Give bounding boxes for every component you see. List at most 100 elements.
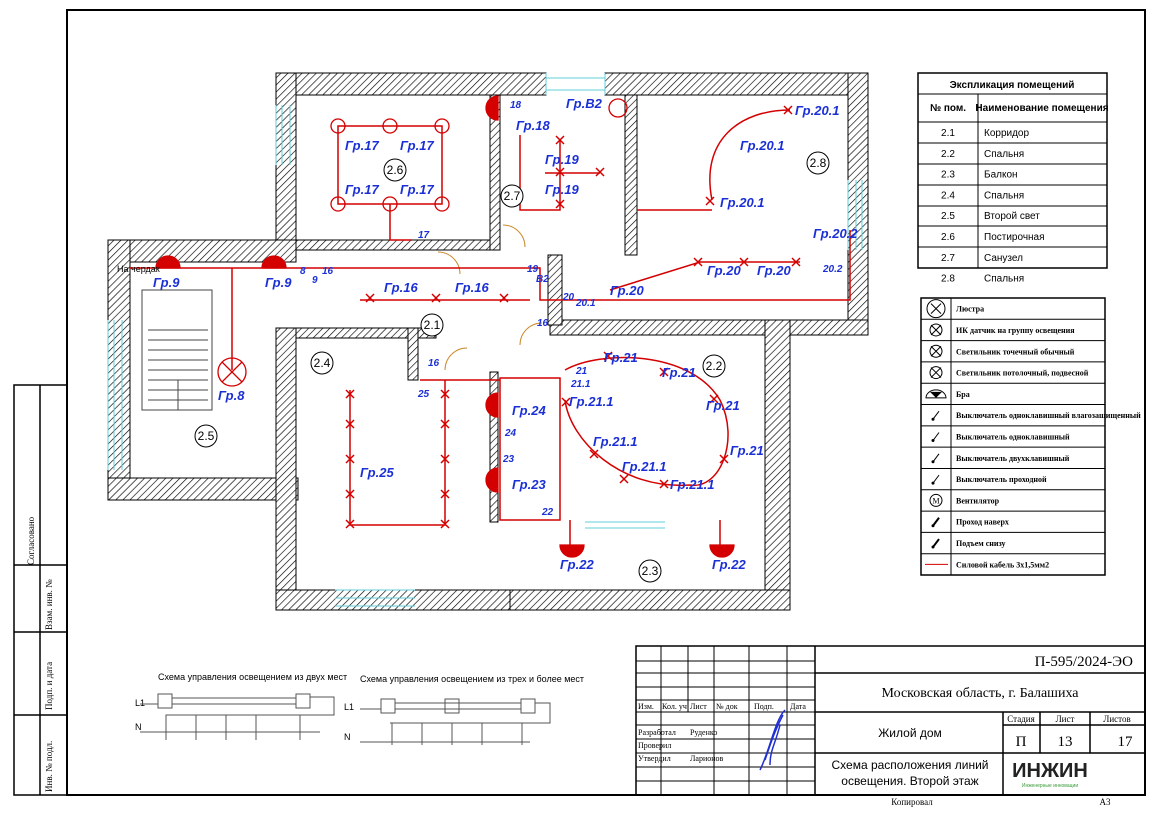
room-2-3: 2.3	[642, 564, 659, 578]
group-label: Гр.20.1	[795, 103, 840, 118]
text-label: 8	[300, 266, 306, 277]
text-label: Подп.	[754, 702, 774, 711]
switch-marks: 17 18 19 В2 20 20.1 20.2 16 8 9 16 16 25…	[117, 100, 843, 518]
group-label: Гр.20	[707, 263, 741, 278]
group-label: Гр.23	[512, 477, 546, 492]
sconce-icon	[925, 389, 947, 399]
group-label: Гр.19	[545, 152, 579, 167]
ceiling-light-icon	[929, 366, 943, 380]
group-label: Гр.21	[662, 365, 696, 380]
spot-light-icon	[345, 105, 801, 529]
text-label: 21.1	[570, 379, 591, 390]
group-label: Гр.21	[604, 350, 638, 365]
doors	[437, 224, 543, 371]
explication-name: Спальня	[984, 274, 1024, 285]
object-name: Жилой дом	[878, 726, 942, 740]
group-label: Гр.18	[516, 118, 550, 133]
group-label: Гр.17	[345, 138, 379, 153]
text-label: L1	[135, 698, 145, 708]
legend-label: Вентилятор	[956, 496, 1000, 505]
legend-label: Светильник точечный обычный	[956, 347, 1075, 356]
rise-from-below-icon	[931, 538, 940, 549]
legend-label: ИК датчик на группу освещения	[956, 326, 1075, 335]
explication-num: 2.5	[941, 211, 955, 222]
explication-num: 2.3	[941, 170, 955, 181]
explication-num: 2.1	[941, 128, 955, 139]
company-logo-sub: Инженерные инновации	[1022, 783, 1078, 789]
text-label: Лист	[690, 702, 707, 711]
text-label: 9	[312, 275, 318, 286]
group-label: Гр.21	[706, 398, 740, 413]
legend-label: Выключатель двухклавишный	[956, 454, 1070, 463]
legend-label: Проход наверх	[956, 518, 1009, 527]
legend-table	[920, 297, 1106, 576]
col-name: Наименование помещения	[975, 103, 1108, 114]
three-place-scheme: Схема управления освещением из трех и бо…	[344, 674, 584, 745]
sheets-value: 17	[1118, 734, 1134, 750]
stage-value: П	[1016, 734, 1027, 750]
group-label: Гр.17	[400, 138, 434, 153]
explication-table	[917, 72, 1108, 269]
explication-num: 2.2	[941, 149, 955, 160]
room-2-4: 2.4	[314, 356, 331, 370]
explication-num: 2.8	[941, 274, 955, 285]
group-label: Гр.20.1	[740, 138, 785, 153]
text-label: 20.2	[822, 264, 843, 275]
group-label: Гр.20.1	[720, 195, 765, 210]
windows	[107, 73, 863, 607]
fan-icon: M	[929, 493, 943, 507]
room-2-2: 2.2	[706, 359, 723, 373]
attic-label: На чердак	[117, 264, 160, 274]
text-label: 21	[575, 366, 588, 377]
legend-label: Светильник потолочный, подвесной	[956, 369, 1089, 378]
explication-num: 2.4	[941, 190, 955, 201]
strip-sign-date: Подп. и дата	[44, 662, 54, 710]
sconce-icon	[155, 95, 735, 558]
sheet-title-1: Схема расположения линий	[832, 758, 989, 772]
text-label: Разработал	[638, 728, 676, 737]
legend-label: Люстра	[956, 305, 984, 314]
stage-label: Стадия	[1007, 714, 1034, 724]
group-label: Гр.8	[218, 388, 245, 403]
text-label: Схема управления освещением из двух мест	[158, 672, 347, 682]
fan-icon	[608, 98, 628, 118]
legend-label: Выключатель проходной	[956, 475, 1047, 484]
two-place-scheme: Схема управления освещением из двух мест…	[135, 672, 347, 740]
text-label: В2	[536, 274, 549, 285]
text-label: 16	[537, 318, 549, 329]
text-label: Схема управления освещением из трех и бо…	[360, 674, 584, 684]
light-fixtures	[155, 95, 801, 558]
location: Московская область, г. Балашиха	[882, 686, 1080, 701]
room-2-1: 2.1	[424, 318, 441, 332]
sheets-label: Листов	[1103, 714, 1130, 724]
legend-label: Подъем снизу	[956, 539, 1006, 548]
format-label: А3	[1100, 797, 1111, 807]
text-label: Дата	[790, 702, 806, 711]
legend-label: Силовой кабель 3х1,5мм2	[956, 560, 1049, 569]
group-label: Гр.25	[360, 465, 394, 480]
text-label: 23	[502, 454, 515, 465]
legend-label: Бра	[956, 390, 970, 399]
left-approval-strip	[13, 384, 68, 796]
single-switch-icon	[931, 432, 940, 442]
group-label: Гр.9	[153, 275, 180, 290]
room-markers	[194, 151, 830, 583]
text-label: N	[344, 732, 351, 742]
lighting-cables	[130, 109, 851, 545]
company-logo: ИНЖИН	[1012, 760, 1088, 782]
explication-name: Балкон	[984, 170, 1018, 181]
text-label: 16	[428, 358, 440, 369]
waterproof-switch-icon	[931, 410, 940, 421]
explication-name: Санузел	[984, 253, 1023, 264]
room-2-6: 2.6	[387, 163, 404, 177]
legend-label: Выключатель одноклавишный	[956, 433, 1070, 442]
text-label: 17	[418, 230, 430, 241]
group-label: Гр.17	[345, 182, 379, 197]
text-label: 20.1	[575, 298, 596, 309]
explication-num: 2.7	[941, 253, 955, 264]
text-label: 19	[527, 264, 539, 275]
spot-light-icon	[929, 344, 943, 358]
text-label: 22	[541, 507, 554, 518]
group-label: Гр.21.1	[569, 394, 614, 409]
